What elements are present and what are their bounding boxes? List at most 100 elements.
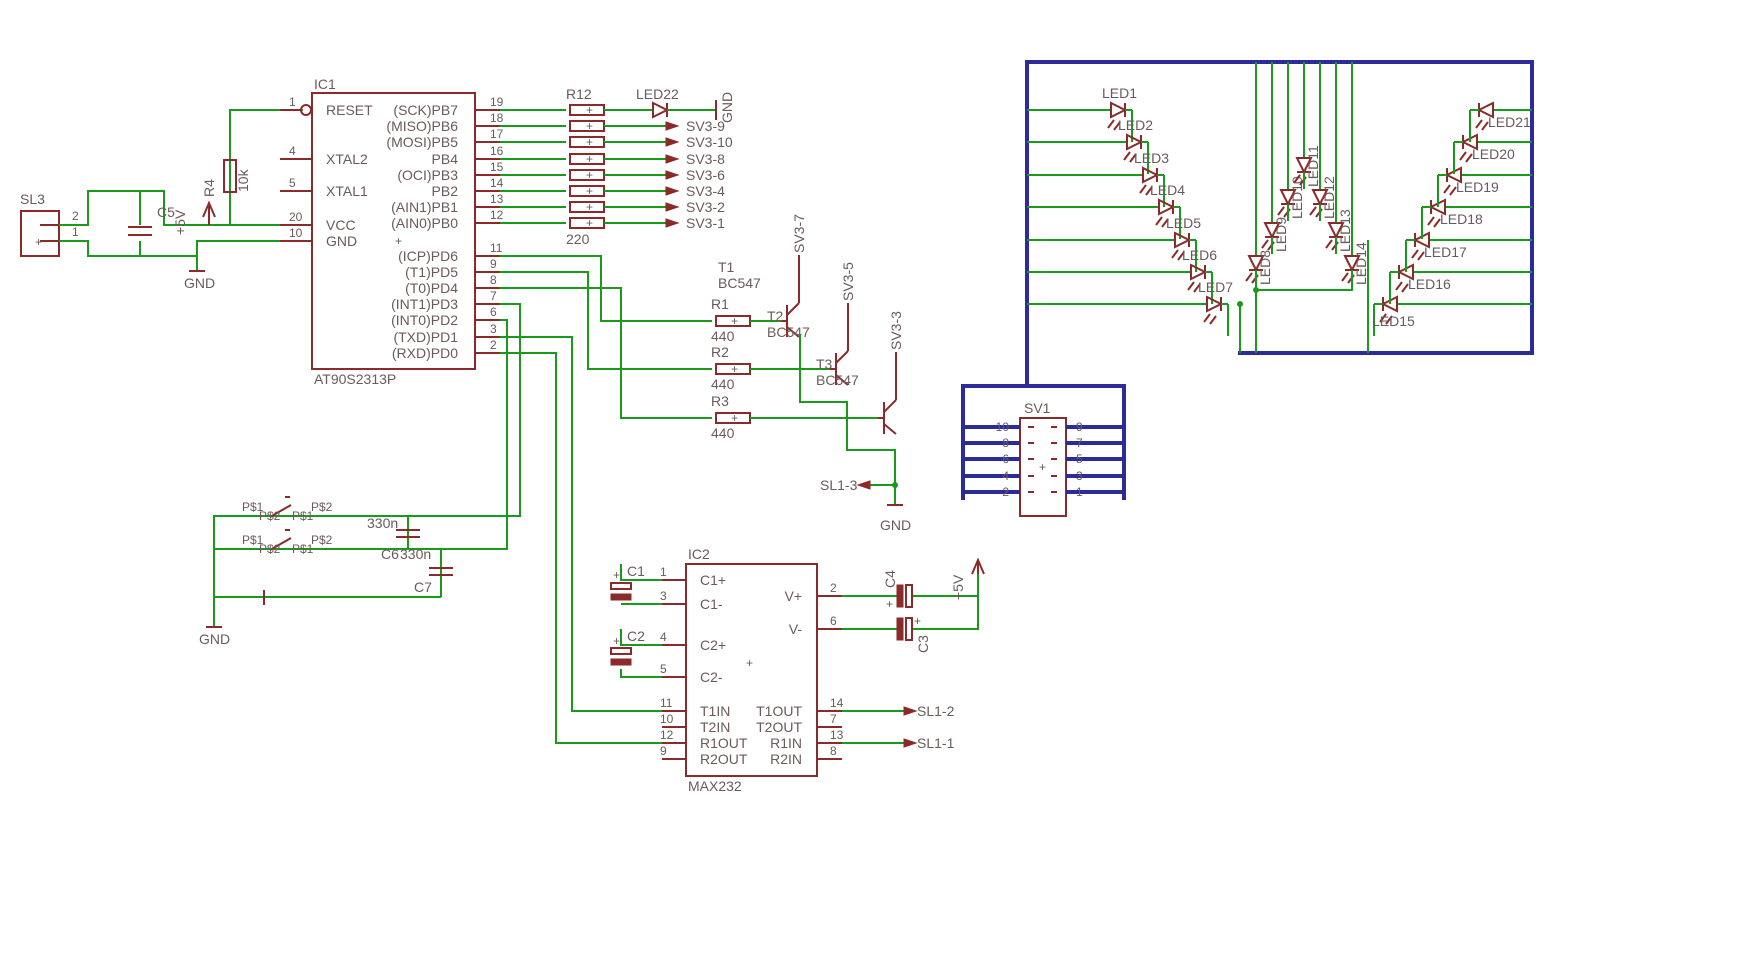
c6-capacitor: 330n C6 [367,515,420,562]
pb-row-2: +SV3-9 [500,118,725,134]
svg-text:440: 440 [711,328,735,344]
svg-text:+: + [586,200,593,214]
transistor-t2: SV3-5 [830,262,856,386]
ic1-pinname-int1-pd3: (INT1)PD3 [391,296,458,312]
sl3-pin2: 2 [72,209,79,223]
supply-5v-ic2: +5V [950,557,985,600]
ic1-pinnum-9: 9 [490,257,497,271]
ic1-pinname-miso-pb6: (MISO)PB6 [386,118,458,134]
svg-text:+: + [613,568,620,582]
ic1-pinname-gnd: GND [326,233,357,249]
ic1-pinname-oci-pb3: (OCI)PB3 [397,167,458,183]
pb-row-7: +SV3-2 [500,199,725,215]
ic1-pinnum-11: 11 [490,241,503,255]
ic2-pinname-t2in: T2IN [700,719,730,735]
pb-net-label: SV3-8 [686,151,725,167]
c1-capacitor: + C1 [610,563,645,601]
c5-ref: C5 [157,204,175,220]
led-led4: LED4 [1027,182,1185,239]
led22-gnd: GND [719,92,735,123]
svg-text:440: 440 [711,376,735,392]
svg-text:SL1-2: SL1-2 [917,703,955,719]
net-arrow-icon [665,202,680,212]
ic2-ref: IC2 [688,546,710,562]
led22: LED22 GND [636,86,735,123]
svg-text:R3: R3 [711,393,729,409]
sl3-connector: SL3 2 1 + [20,191,79,257]
led-led5: LED5 [1027,215,1201,272]
ic1-pinname-ain0-pb0: (AIN0)PB0 [391,215,458,231]
pb-row-5: +SV3-6 [500,167,725,183]
pb-net-label: SV3-1 [686,215,725,231]
svg-text:+: + [613,634,620,648]
ic1-pinname-pb4: PB4 [432,151,459,167]
ic2-pinnum-1: 1 [660,565,667,579]
ic1-pinnum-5: 5 [289,176,296,190]
led-label: LED8 [1257,250,1273,285]
ic1-pinnum-17: 17 [490,127,504,141]
led-led16: LED16 [1389,263,1532,304]
gnd-label-2: GND [199,631,230,647]
ic1-pinnum-14: 14 [490,176,504,190]
ic1-pinnum-19: 19 [490,95,504,109]
svg-text:+: + [35,235,42,249]
net-arrow-icon [665,170,680,180]
sl3-ref: SL3 [20,191,45,207]
ic2-pinnum-4: 4 [660,630,667,644]
transistor-top-net: SV3-5 [840,262,856,301]
pb-row-4: +SV3-8 [500,151,725,167]
led22-ref: LED22 [636,86,679,102]
svg-text:330n: 330n [367,515,398,531]
sv1-pin-6: 6 [1002,452,1009,466]
ic2-pinnum-13: 13 [830,728,844,742]
led-label: LED19 [1456,179,1499,195]
c3-ref: C3 [915,635,931,653]
switch-2: P$1 P$2 P$1 P$2 [242,529,333,556]
net-arrow-icon [665,218,680,228]
led-label: LED2 [1118,117,1153,133]
led-label: LED14 [1353,242,1369,285]
net-arrow-icon [665,137,680,147]
ic1-pinname-t0-pd4: (T0)PD4 [405,280,458,296]
gnd-symbol-3: GND [880,504,911,533]
led-label: LED12 [1321,176,1337,219]
svg-text:P$1: P$1 [292,542,314,556]
svg-text:SL1-1: SL1-1 [917,735,955,751]
t3-ref: T3 [816,356,833,372]
led-label: LED4 [1150,182,1185,198]
ic1-pinname-int0-pd2: (INT0)PD2 [391,312,458,328]
led-label: LED13 [1337,209,1353,252]
r4-value: 10k [235,168,251,192]
pb-row-8: +SV3-1 [500,215,725,231]
t2-part: BC547 [767,324,810,340]
sv1-pin-5: 5 [1076,452,1083,466]
pb-row-1: + [500,103,653,117]
led-led1: LED1 [1027,85,1137,142]
svg-text:P$2: P$2 [259,509,281,523]
sv1-pin-4: 4 [1002,469,1009,483]
led-label: LED11 [1305,145,1321,187]
ic1-pinnum-15: 15 [490,160,504,174]
svg-text:C6: C6 [381,546,399,562]
led-led7: LED7 [1027,279,1233,336]
ic2-pinnum-8: 8 [830,744,837,758]
c1-ref: C1 [627,563,645,579]
c4-capacitor: C4 + [882,570,913,611]
ic2-pinname-t2out: T2OUT [756,719,802,735]
svg-text:+: + [395,234,402,248]
led-led9: LED9 [1261,62,1289,254]
ic1-pinname-rxd-pd0: (RXD)PD0 [392,345,458,361]
svg-text:P$1: P$1 [242,500,264,514]
c3-capacitor: C3 + [896,614,931,653]
sv1-pin-7: 7 [1076,436,1083,450]
svg-text:+: + [914,614,921,628]
led-icon [1139,166,1160,196]
ic2-pinname-v: V+ [784,588,802,604]
